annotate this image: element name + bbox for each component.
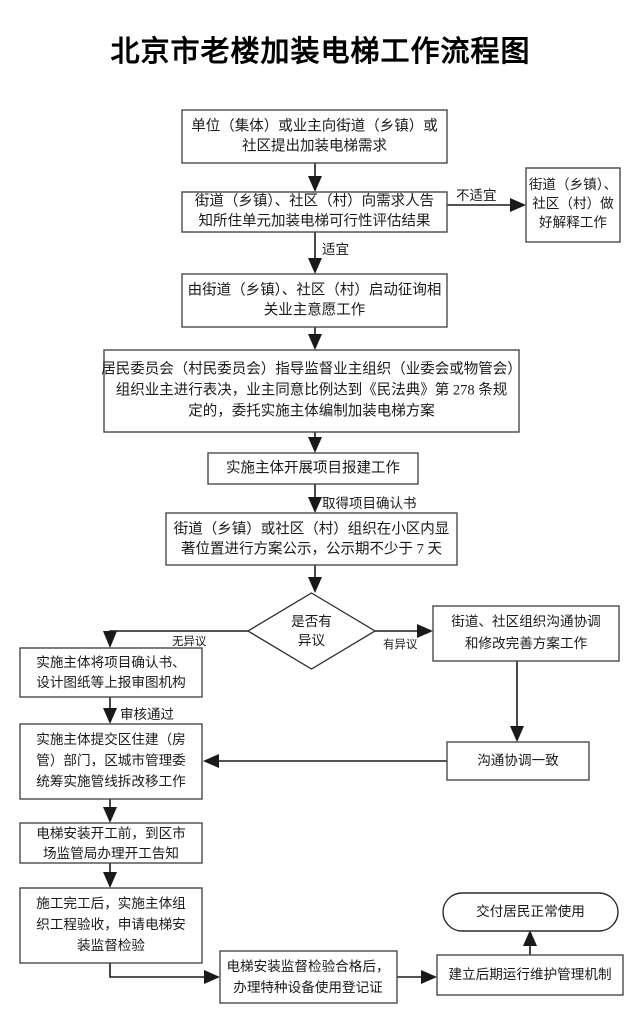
node-n12-line-0: 沟通协调一致 — [477, 753, 559, 768]
node-n10-line-1: 设计图纸等上报审图机构 — [36, 674, 186, 690]
node-n16-line-0: 建立后期运行维护管理机制 — [448, 967, 611, 982]
edge-label-bushiyi: 不适宜 — [456, 188, 497, 203]
node-n11-line-1: 管）部门，区城市管理委 — [36, 752, 186, 768]
edge-n2-n3 — [447, 198, 526, 212]
node-n2-line-0: 街道（乡镇）、社区（村）向需求人告 — [195, 192, 434, 209]
node-n2[interactable]: 街道（乡镇）、社区（村）向需求人告 知所住单元加装电梯可行性评估结果 — [181, 191, 448, 233]
node-n6-line-0: 实施主体开展项目报建工作 — [226, 459, 400, 476]
node-n13-line-1: 场监管局办理开工告知 — [43, 845, 179, 861]
node-n3[interactable]: 街道（乡镇）、 社区（村）做 好解释工作 — [525, 167, 621, 243]
node-n4-line-0: 由街道（乡镇）、社区（村）启动征询相 — [188, 281, 442, 298]
node-n8[interactable]: 是否有 异议 — [246, 592, 377, 670]
node-n1-line-1: 社区提出加装电梯需求 — [242, 137, 387, 154]
node-n9-line-0: 街道、社区组织沟通协调 — [451, 614, 601, 629]
page-title: 北京市老楼加装电梯工作流程图 — [110, 36, 531, 68]
edge-n8-n10 — [103, 630, 248, 648]
edge-n8-n9 — [375, 624, 433, 638]
node-n15[interactable]: 电梯安装监督检验合格后， 办理特种设备使用登记证 — [219, 950, 398, 1004]
node-n5-line-2: 定的，委托实施主体编制加装电梯方案 — [188, 401, 435, 419]
node-n5[interactable]: 居民委员会（村民委员会）指导监督业主组织（业委会或物管会） 组织业主进行表决，业… — [101, 349, 522, 433]
node-n4-line-1: 关业主意愿工作 — [264, 300, 366, 318]
node-n5-line-1: 组织业主进行表决，业主同意比例达到《民法典》第 278 条规 — [116, 380, 508, 398]
node-n11-line-2: 统筹实施管线拆改移工作 — [36, 773, 186, 789]
edge-n7-n8 — [308, 565, 322, 593]
edge-n13-n14 — [103, 863, 117, 888]
node-n13[interactable]: 电梯安装开工前，到区市 场监管局办理开工告知 — [19, 822, 203, 864]
edge-n9-n12 — [510, 661, 524, 742]
edge-label-layer: 不适宜 适宜 取得项目确认书 无异议 有异议 审核通过 — [120, 188, 497, 722]
edge-n15-n16 — [397, 970, 437, 984]
edge-n5-n6 — [308, 432, 322, 453]
node-n16[interactable]: 建立后期运行维护管理机制 — [436, 954, 624, 996]
edge-n12-n11 — [203, 754, 447, 768]
node-n9-line-1: 和修改完善方案工作 — [465, 635, 588, 651]
edge-n11-n13 — [103, 799, 117, 823]
edge-label-shenhe: 审核通过 — [120, 707, 174, 722]
node-n17[interactable]: 交付居民正常使用 — [442, 892, 619, 932]
edge-label-qude: 取得项目确认书 — [322, 495, 417, 511]
node-n1[interactable]: 单位（集体）或业主向街道（乡镇）或 社区提出加装电梯需求 — [181, 109, 448, 164]
node-n1-line-0: 单位（集体）或业主向街道（乡镇）或 — [191, 117, 438, 134]
node-n7[interactable]: 街道（乡镇）或社区（村）组织在小区内显 著位置进行方案公示，公示期不少于 7 天 — [165, 512, 458, 566]
node-n3-line-1: 社区（村）做 — [532, 196, 614, 211]
edge-label-wuyiyi: 无异议 — [172, 635, 207, 648]
edge-n2-n4 — [308, 232, 322, 274]
edge-n1-n2 — [308, 163, 322, 192]
node-n15-line-0: 电梯安装监督检验合格后， — [226, 959, 389, 974]
node-n14[interactable]: 施工完工后，实施主体组 织工程验收，申请电梯安 装监督检验 — [19, 887, 203, 964]
node-n8-line-0: 是否有 — [291, 614, 332, 629]
node-n10[interactable]: 实施主体将项目确认书、 设计图纸等上报审图机构 — [19, 647, 203, 698]
node-n13-line-0: 电梯安装开工前，到区市 — [36, 825, 186, 841]
edge-n6-n7 — [308, 484, 322, 513]
edge-n4-n5 — [308, 327, 322, 350]
node-n14-line-0: 施工完工后，实施主体组 — [36, 896, 186, 911]
node-n11[interactable]: 实施主体提交区住建（房 管）部门，区城市管理委 统筹实施管线拆改移工作 — [19, 723, 203, 800]
edge-layer — [103, 163, 537, 984]
edge-label-youyiyi: 有异议 — [383, 637, 418, 651]
node-n6[interactable]: 实施主体开展项目报建工作 — [207, 452, 419, 485]
node-n4[interactable]: 由街道（乡镇）、社区（村）启动征询相 关业主意愿工作 — [181, 273, 448, 328]
node-n3-line-2: 好解释工作 — [539, 215, 607, 230]
node-n17-line-0: 交付居民正常使用 — [476, 903, 585, 919]
node-n15-line-1: 办理特种设备使用登记证 — [233, 979, 383, 995]
node-n11-line-0: 实施主体提交区住建（房 — [36, 731, 186, 747]
node-n3-line-0: 街道（乡镇）、 — [529, 177, 617, 192]
node-n14-line-2: 装监督检验 — [77, 938, 145, 953]
node-n12[interactable]: 沟通协调一致 — [446, 741, 590, 781]
node-n2-line-1: 知所住单元加装电梯可行性评估结果 — [199, 212, 431, 229]
node-n9[interactable]: 街道、社区组织沟通协调 和修改完善方案工作 — [432, 605, 620, 662]
node-n7-line-1: 著位置进行方案公示，公示期不少于 7 天 — [181, 539, 442, 557]
node-n14-line-1: 织工程验收，申请电梯安 — [36, 917, 186, 932]
node-n5-line-0: 居民委员会（村民委员会）指导监督业主组织（业委会或物管会） — [101, 360, 522, 377]
edge-n10-n11 — [103, 697, 117, 724]
node-n8-line-1: 异议 — [298, 633, 326, 648]
node-n7-line-0: 街道（乡镇）或社区（村）组织在小区内显 — [174, 520, 450, 537]
edge-n14-n15 — [109, 963, 220, 984]
edge-label-shiyi: 适宜 — [322, 242, 349, 257]
node-n10-line-0: 实施主体将项目确认书、 — [36, 655, 186, 670]
edge-n16-n17 — [523, 930, 537, 955]
